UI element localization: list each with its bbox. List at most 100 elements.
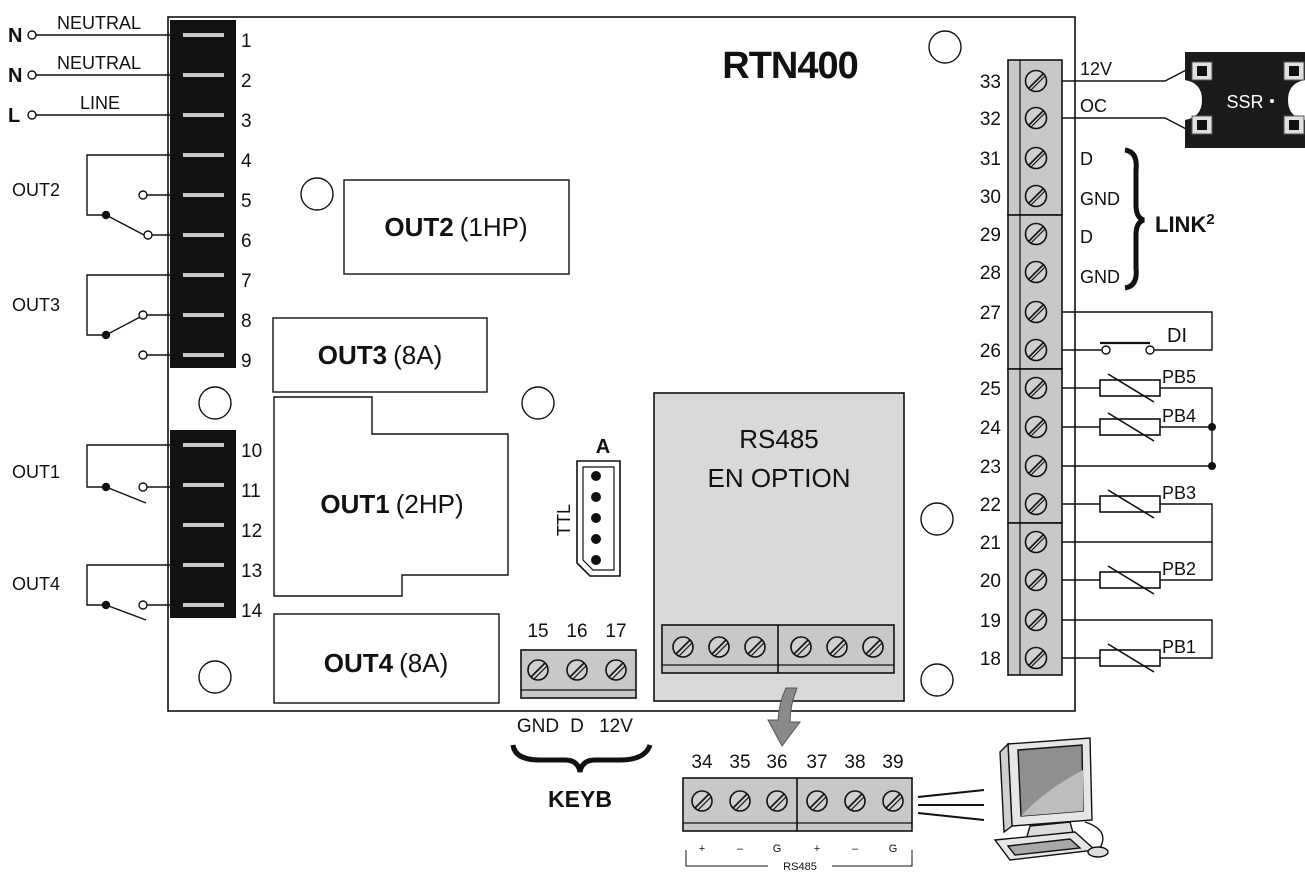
module-line2: EN OPTION <box>707 463 850 493</box>
terminal-number: 28 <box>980 263 1001 284</box>
terminal-number: 10 <box>241 441 262 462</box>
rs485-module: RS485 EN OPTION <box>653 392 905 702</box>
signal-label: OC <box>1080 96 1107 116</box>
right-terminal-numbers: 33 32 31 30 29 28 27 26 25 24 23 22 21 2… <box>980 72 1002 670</box>
brace-icon <box>1124 147 1145 291</box>
terminal-number: 6 <box>241 231 252 252</box>
output-label: OUT4 <box>12 574 60 594</box>
rs485-external-terminal: 34 35 36 37 38 39 + – G + – G RS485 <box>682 752 913 872</box>
rs485-pin: G <box>889 843 898 855</box>
relay-name: OUT3 <box>318 340 387 370</box>
relay-out2: OUT2(1HP) <box>343 179 570 275</box>
terminal-number: 2 <box>241 71 252 92</box>
svg-text:OUT4(8A): OUT4(8A) <box>324 648 448 678</box>
terminal-number: 22 <box>980 495 1001 516</box>
supply-name: NEUTRAL <box>57 13 141 33</box>
signal-label: D <box>570 716 584 737</box>
terminal-number: 15 <box>527 621 548 642</box>
signal-label: D <box>1080 227 1093 247</box>
supply-labels: N N L NEUTRAL NEUTRAL LINE <box>8 13 141 127</box>
terminal-number: 38 <box>844 752 865 773</box>
terminal-number: 20 <box>980 571 1001 592</box>
relay-rating: (8A) <box>393 340 442 370</box>
terminal-number: 17 <box>605 621 626 642</box>
relay-out4: OUT4(8A) <box>273 613 500 704</box>
terminal-number: 26 <box>980 341 1001 362</box>
relay-name: OUT1 <box>320 489 389 519</box>
screw-terminal-icon <box>566 659 588 681</box>
right-wiring <box>1062 66 1213 659</box>
signal-label: GND <box>1080 267 1120 287</box>
supply-letter: N <box>8 65 22 87</box>
junction-dots <box>1208 423 1216 470</box>
module-line1: RS485 <box>739 424 819 454</box>
terminal-number: 32 <box>980 109 1001 130</box>
probe-label: PB4 <box>1162 406 1196 426</box>
terminal-number: 9 <box>241 351 252 372</box>
terminal-number: 21 <box>980 533 1001 554</box>
ssr-label: SSR <box>1226 92 1263 112</box>
terminal-number: 25 <box>980 379 1001 400</box>
output-label: OUT3 <box>12 295 60 315</box>
probe-label: PB1 <box>1162 637 1196 657</box>
probe-label: PB2 <box>1162 559 1196 579</box>
signal-label: D <box>1080 149 1093 169</box>
left-terminal-block-1-9 <box>170 20 236 368</box>
left-terminal-block-10-14 <box>170 430 236 618</box>
brace-icon <box>510 744 653 773</box>
supply-wiring <box>27 30 170 120</box>
signal-label: 12V <box>1080 59 1112 79</box>
rs485-pin: G <box>773 843 782 855</box>
probe-label: PB3 <box>1162 483 1196 503</box>
terminal-number: 13 <box>241 561 262 582</box>
svg-text:OUT3(8A): OUT3(8A) <box>318 340 442 370</box>
probe-labels: PB5 PB4 PB3 PB2 PB1 <box>1162 367 1196 657</box>
terminal-number: 12 <box>241 521 262 542</box>
rs485-pin: + <box>814 843 820 855</box>
computer-icon <box>993 737 1109 861</box>
terminal-number: 8 <box>241 311 252 332</box>
terminal-number: 18 <box>980 649 1001 670</box>
rs485-pin: + <box>699 843 705 855</box>
terminal-number: 16 <box>566 621 587 642</box>
keyb-label: KEYB <box>548 786 612 812</box>
relay-rating: (8A) <box>399 648 448 678</box>
probe-label: PB5 <box>1162 367 1196 387</box>
signal-labels: 12V OC D GND D GND <box>1080 59 1120 287</box>
left-terminal-numbers: 1 2 3 4 5 6 7 8 9 10 11 12 13 14 <box>241 31 263 622</box>
screw-terminal-icon <box>527 659 549 681</box>
ttl-connector: A TTL <box>554 436 621 577</box>
terminal-number: 7 <box>241 271 252 292</box>
ttl-pin-label: A <box>596 436 610 458</box>
di-label: DI <box>1167 325 1187 347</box>
terminal-number: 31 <box>980 149 1001 170</box>
mounting-holes <box>198 30 962 697</box>
relay-output-labels: OUT2 OUT3 OUT1 OUT4 <box>12 180 60 594</box>
signal-label: 12V <box>599 716 633 737</box>
terminal-number: 19 <box>980 611 1001 632</box>
rs485-cable <box>917 789 985 821</box>
page-title: RTN400 <box>722 45 858 87</box>
relay-contact-icon <box>86 154 170 621</box>
supply-name: LINE <box>80 93 120 113</box>
relay-name: OUT2 <box>384 212 453 242</box>
link-label: LINK2 <box>1155 211 1215 237</box>
signal-label: GND <box>1080 189 1120 209</box>
curved-arrow-icon <box>767 687 801 747</box>
rs485-pin: – <box>737 843 744 855</box>
terminal-number: 4 <box>241 151 252 172</box>
terminal-number: 36 <box>766 752 787 773</box>
thermistor-icon <box>1099 373 1161 673</box>
terminal-number: 3 <box>241 111 252 132</box>
terminal-number: 35 <box>729 752 750 773</box>
terminal-number: 37 <box>806 752 827 773</box>
relay-name: OUT4 <box>324 648 394 678</box>
keyb-terminal: 15 16 17 GND D 12V KEYB <box>510 621 653 812</box>
terminal-number: 27 <box>980 303 1001 324</box>
terminal-number: 11 <box>241 481 261 502</box>
ssr-module: SSR <box>1185 52 1305 148</box>
relay-rating: (2HP) <box>396 489 464 519</box>
terminal-number: 24 <box>980 418 1002 439</box>
relay-out1: OUT1(2HP) <box>273 396 509 597</box>
